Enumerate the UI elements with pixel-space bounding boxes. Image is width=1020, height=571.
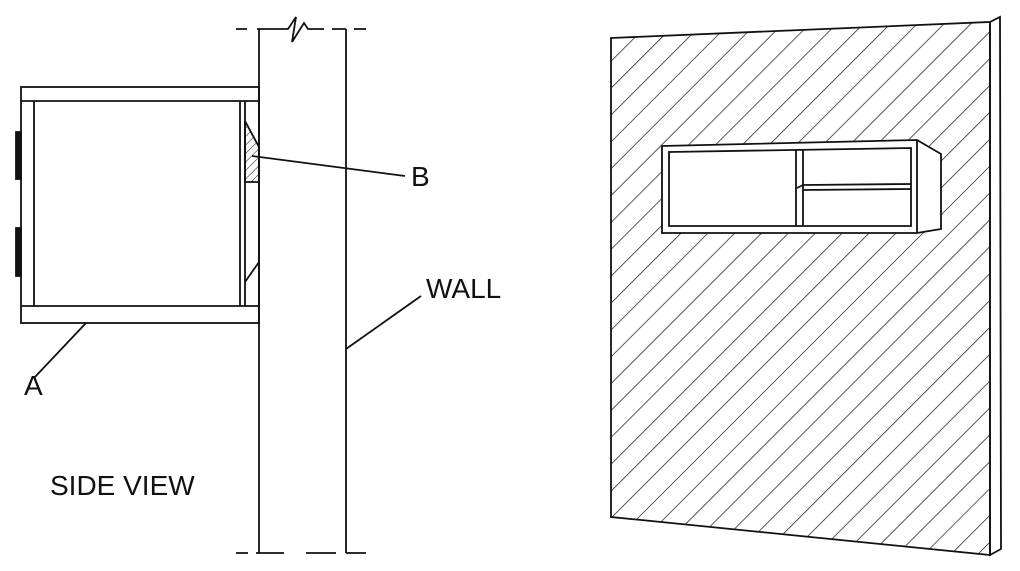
cabinet-side (15, 86, 260, 324)
wall-panel-face (610, 21, 991, 556)
cabinet-inner-opening (668, 147, 912, 227)
cabinet-shelf-top (802, 183, 912, 186)
wall-break-line (236, 16, 366, 43)
label-b: B (411, 161, 430, 192)
cabinet-shelf-back (796, 184, 804, 189)
leader-wall (345, 295, 422, 350)
wall-section (236, 16, 366, 554)
cabinet-outline (20, 86, 260, 324)
cabinet-shelf-bottom (802, 188, 912, 191)
cabinet-perspective (661, 139, 942, 234)
label-a: A (24, 370, 43, 401)
hinge-upper (15, 131, 22, 180)
bracket-lower-cleat (244, 261, 260, 283)
hinge-lower (15, 227, 22, 277)
label-side-view: SIDE VIEW (50, 470, 195, 501)
perspective-view (610, 15, 1002, 557)
leader-a (33, 322, 87, 379)
wall-panel-edge (989, 15, 1002, 557)
leader-b (251, 155, 406, 177)
label-wall: WALL (426, 273, 501, 304)
side-view-drawing (15, 16, 422, 554)
mounting-bracket-b (244, 120, 260, 183)
